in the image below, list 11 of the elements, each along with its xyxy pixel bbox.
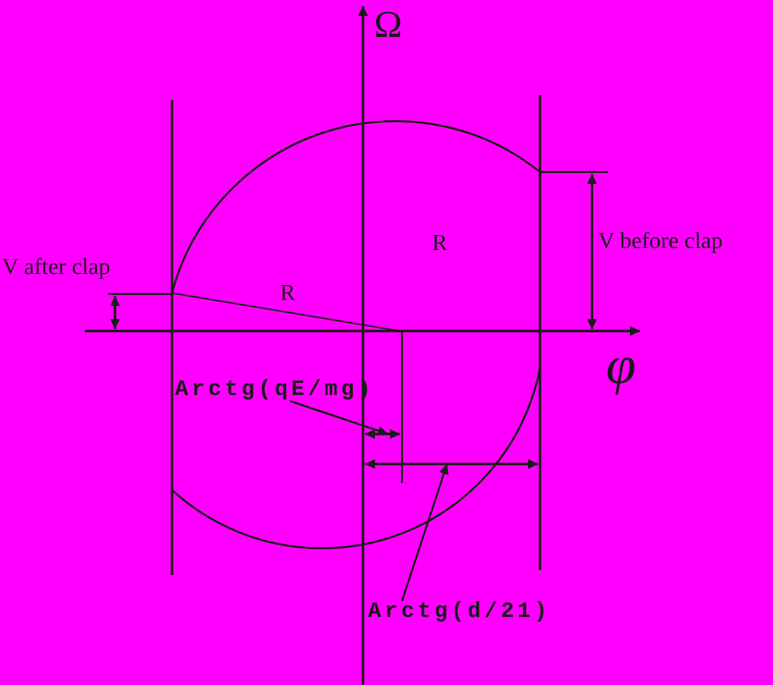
axis-label: φ (606, 338, 636, 392)
dimension-line (365, 459, 538, 469)
formula-label: Arctg(d/21) (368, 601, 551, 623)
leader-arrow (401, 464, 449, 602)
axis-label: Ω (374, 6, 402, 44)
dimension-line (365, 429, 400, 439)
annotation-text: V before clap (598, 229, 723, 252)
radius-label: R (432, 231, 448, 254)
annotation-text: V after clap (2, 255, 110, 278)
leader-arrow (290, 400, 388, 436)
radius-label: R (280, 281, 296, 304)
